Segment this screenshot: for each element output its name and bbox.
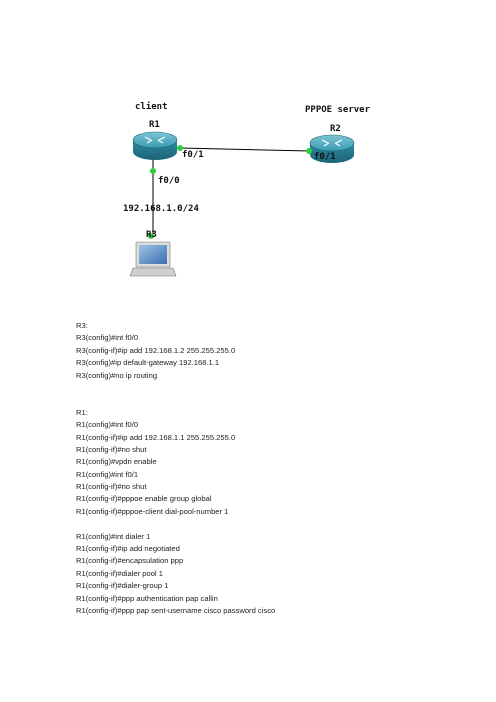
r1-config-line: R1(config-if)#no shut: [76, 482, 147, 492]
host-r3-icon[interactable]: [129, 241, 177, 277]
link-dot-r3: [148, 233, 154, 239]
r1-config-line: R1(config-if)#pppoe-client dial-pool-num…: [76, 506, 229, 516]
router-r2-icon[interactable]: [309, 134, 355, 163]
r2-port-f01-label: f0/1: [314, 152, 336, 162]
r1-config-line: R1(config-if)#pppoe enable group global: [76, 494, 212, 504]
r1-config-line: R1(config-if)#ip add 192.168.1.1 255.255…: [76, 432, 236, 442]
r1-dialer-line: R1(config-if)#dialer-group 1: [76, 581, 169, 591]
r1-heading: R1:: [76, 407, 88, 417]
topology-canvas: [129, 131, 355, 277]
section-spacer: [76, 382, 476, 407]
subnet-label: 192.168.1.0/24: [123, 204, 199, 214]
configuration-text: R3: R3(config)#int f0/0 R3(config-if)#ip…: [76, 320, 476, 617]
r3-heading: R3:: [76, 321, 88, 330]
r2-name-label: R2: [330, 124, 341, 134]
r1-port-f00-label: f0/0: [158, 176, 180, 186]
router-r1-icon[interactable]: [132, 131, 178, 160]
r1-dialer-line: R1(config-if)#encapsulation ppp: [76, 556, 184, 566]
r1-dialer-line: R1(config-if)#ip add negotiated: [76, 544, 180, 554]
r3-config-line: R3(config-if)#ip add 192.168.1.2 255.255…: [76, 345, 236, 355]
r1-dialer-line: R1(config-if)#ppp pap sent-username cisc…: [76, 606, 276, 615]
r1-port-f01-label: f0/1: [182, 150, 204, 160]
r3-name-label: R3: [146, 230, 157, 240]
section-spacer: [76, 518, 476, 530]
r1-dialer-line: R1(config)#int dialer 1: [76, 531, 151, 541]
r1-dialer-line: R1(config-if)#dialer pool 1: [76, 568, 163, 578]
r1-config-line: R1(config)#vpdn enable: [76, 457, 157, 467]
r1-name-label: R1: [149, 120, 160, 130]
server-label: PPPOE server: [305, 105, 371, 115]
r1-dialer-line: R1(config-if)#ppp authentication pap cal…: [76, 593, 218, 603]
r1-config-line: R1(config)#int f0/0: [76, 420, 139, 430]
r3-config-line: R3(config)#ip default-gateway 192.168.1.…: [76, 358, 220, 368]
r1-config-line: R1(config-if)#no shut: [76, 444, 147, 454]
link-r1-r2: [179, 147, 311, 152]
network-topology-diagram: client PPPOE server R1 R2 f0/1 f0/1 f0/0…: [0, 0, 496, 300]
link-dot-r1-f00: [150, 168, 156, 174]
r3-config-line: R3(config)#no ip routing: [76, 370, 158, 380]
link-dot-r2-f01: [306, 148, 312, 154]
client-label: client: [135, 102, 168, 112]
link-dot-r1-f01: [177, 145, 183, 151]
r1-config-line: R1(config)#int f0/1: [76, 469, 139, 479]
r3-config-line: R3(config)#int f0/0: [76, 333, 139, 343]
